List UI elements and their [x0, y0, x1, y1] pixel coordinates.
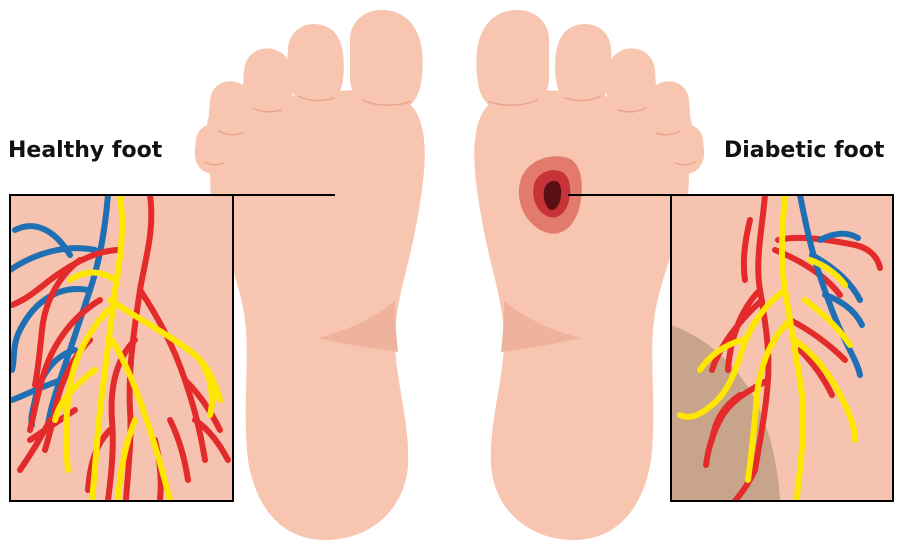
healthy-foot-label: Healthy foot [8, 138, 162, 163]
right-toe-2 [555, 24, 612, 106]
right-foot [474, 10, 704, 540]
diabetic-vessel-panel [671, 195, 893, 501]
right-big-toe [476, 10, 549, 112]
left-toe-2 [287, 24, 344, 106]
right-toe-5 [667, 125, 704, 174]
diabetic-foot-label: Diabetic foot [724, 138, 884, 163]
left-toe-5 [195, 125, 232, 174]
left-big-toe [350, 10, 423, 112]
healthy-vessel-panel [10, 195, 233, 501]
